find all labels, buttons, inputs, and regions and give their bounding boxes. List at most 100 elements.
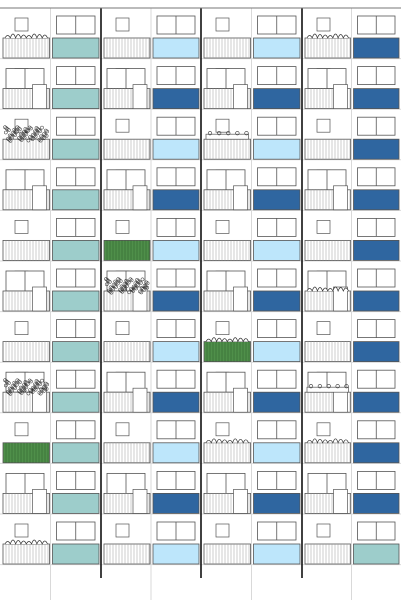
foliage-leaf xyxy=(43,386,48,390)
colored-spandrel-panel xyxy=(152,543,200,565)
bay-unit xyxy=(203,470,301,514)
foliage-leaf xyxy=(133,285,137,290)
bay-unit xyxy=(2,420,100,464)
balcony-door xyxy=(333,489,348,514)
balcony-railing xyxy=(2,138,50,160)
bay-unit xyxy=(203,268,301,312)
balcony-railing xyxy=(304,341,351,363)
colored-spandrel-panel xyxy=(152,391,200,413)
colored-spandrel-panel xyxy=(253,391,301,413)
balcony-door xyxy=(32,185,47,211)
bay-unit xyxy=(304,420,400,464)
foliage-leaf xyxy=(118,279,123,283)
foliage-leaf xyxy=(122,286,126,291)
foliage-leaf xyxy=(107,280,112,284)
foliage-leaf xyxy=(6,381,11,385)
balcony-door xyxy=(233,489,248,514)
small-window xyxy=(14,321,29,335)
foliage-leaf xyxy=(122,282,127,286)
balcony-door xyxy=(132,387,148,413)
colored-spandrel-panel xyxy=(253,88,301,109)
foliage-leaf xyxy=(140,277,145,282)
colored-spandrel-panel xyxy=(52,290,100,312)
foliage-leaf xyxy=(126,280,131,285)
bay-unit xyxy=(203,420,301,464)
colored-spandrel-panel xyxy=(253,189,301,211)
pot-plant xyxy=(226,131,231,136)
bay-unit xyxy=(103,15,200,59)
foliage-leaf xyxy=(109,290,114,295)
balcony-railing xyxy=(304,138,351,160)
bay-unit xyxy=(304,15,400,59)
small-window xyxy=(316,523,331,538)
colored-spandrel-panel xyxy=(152,290,200,312)
colored-spandrel-panel xyxy=(52,239,100,261)
balcony-railing xyxy=(203,341,251,363)
foliage-leaf xyxy=(135,277,139,282)
party-walls xyxy=(0,7,401,578)
foliage-leaf xyxy=(134,286,139,291)
colored-spandrel-panel xyxy=(52,189,100,211)
balcony-door xyxy=(333,286,348,312)
small-window xyxy=(14,17,29,32)
facade-bays xyxy=(2,15,400,565)
balcony-door xyxy=(333,185,348,211)
foliage-leaf xyxy=(44,134,49,138)
foliage-leaf xyxy=(22,135,27,140)
balcony-railing xyxy=(203,138,251,160)
colored-spandrel-panel xyxy=(353,543,400,565)
foliage-leaf xyxy=(7,390,12,395)
balcony-railing xyxy=(2,543,50,565)
bay-unit xyxy=(103,369,200,413)
foliage-leaf xyxy=(15,129,19,134)
colored-spandrel-panel xyxy=(353,239,400,261)
small-window xyxy=(115,422,130,437)
balcony-railing xyxy=(304,442,351,464)
foliage-leaf xyxy=(114,284,118,289)
foliage-leaf xyxy=(128,277,133,282)
balcony-door xyxy=(132,489,148,514)
foliage-leaf xyxy=(139,280,143,285)
foliage-leaf xyxy=(19,138,24,142)
foliage-leaf xyxy=(13,386,18,390)
foliage-leaf xyxy=(43,133,48,137)
colored-spandrel-panel xyxy=(52,138,100,160)
foliage-leaf xyxy=(136,283,140,288)
foliage-leaf xyxy=(111,287,115,292)
foliage-leaf xyxy=(105,278,110,282)
foliage-leaf xyxy=(134,282,139,287)
foliage-leaf xyxy=(29,379,33,384)
small-window xyxy=(316,118,331,133)
bay-unit xyxy=(103,217,200,261)
colored-spandrel-panel xyxy=(52,543,100,565)
pot-plant xyxy=(217,131,222,136)
colored-spandrel-panel xyxy=(152,189,200,211)
pot-plant xyxy=(326,384,331,389)
bay-unit xyxy=(304,319,400,363)
pot-plant xyxy=(317,384,322,389)
foliage-leaf xyxy=(38,382,43,386)
pot-plant xyxy=(335,384,340,389)
foliage-leaf xyxy=(131,289,136,293)
balcony-railing xyxy=(203,543,251,565)
foliage-leaf xyxy=(40,378,44,383)
small-window xyxy=(215,523,230,538)
foliage-leaf xyxy=(29,136,34,140)
balcony-railing xyxy=(203,239,251,261)
foliage-leaf xyxy=(29,126,33,131)
bay-unit xyxy=(304,369,400,413)
balcony-railing xyxy=(203,442,251,464)
colored-spandrel-panel xyxy=(353,37,400,59)
foliage-leaf xyxy=(3,130,8,135)
bay-unit xyxy=(304,116,400,160)
shrub-planter xyxy=(205,438,249,444)
foliage-leaf xyxy=(124,278,129,283)
bay-unit xyxy=(103,420,200,464)
foliage-leaf xyxy=(30,137,35,141)
colored-spandrel-panel xyxy=(353,391,400,413)
bay-unit xyxy=(2,521,100,565)
colored-spandrel-panel xyxy=(52,88,100,109)
foliage-leaf xyxy=(10,388,15,393)
bay-unit xyxy=(2,319,100,363)
bay-unit xyxy=(304,470,400,514)
